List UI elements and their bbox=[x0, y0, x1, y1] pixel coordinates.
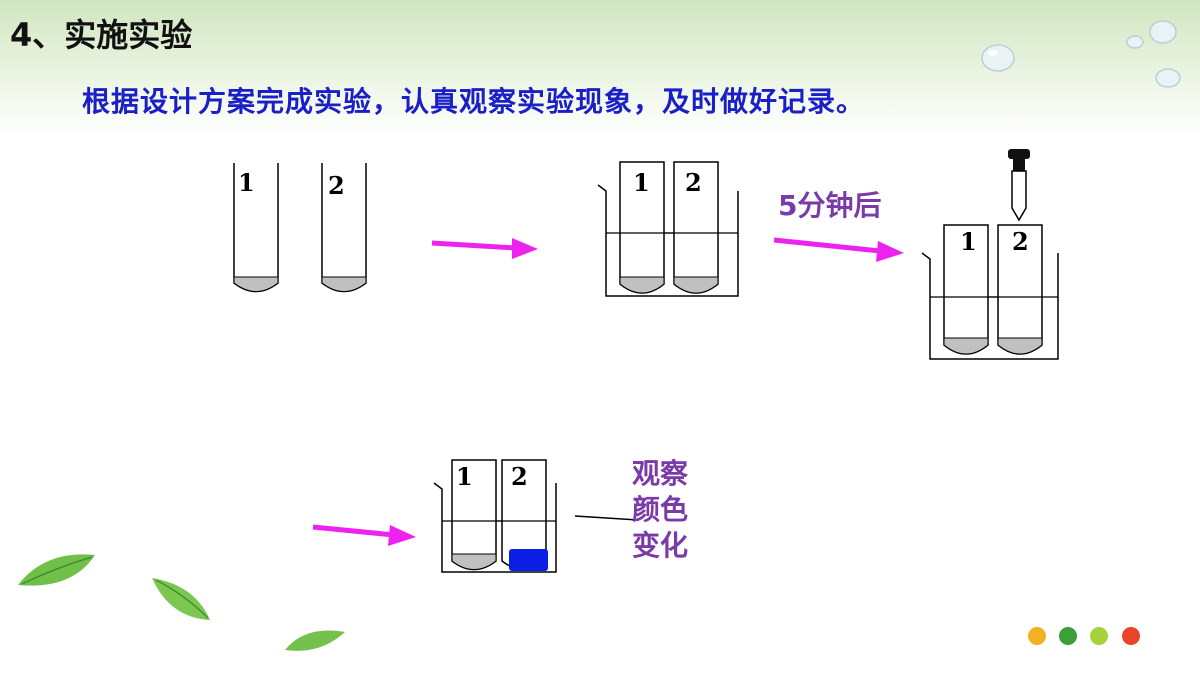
stage3-beaker: 1 2 bbox=[921, 224, 1059, 360]
dropper-icon bbox=[1008, 149, 1030, 222]
stage4-beaker: 1 2 bbox=[433, 459, 557, 573]
observe-line-1: 观察 bbox=[632, 457, 689, 490]
wait-time-label: 5分钟后 bbox=[778, 189, 882, 222]
tube-2-label: 2 bbox=[328, 171, 345, 200]
water-drop-decoration bbox=[981, 20, 1181, 88]
tube-1-label: 1 bbox=[238, 168, 255, 197]
stage1-tube-2: 2 bbox=[321, 163, 367, 293]
arrow-step-3 bbox=[312, 524, 416, 546]
blue-color-result bbox=[509, 549, 548, 571]
dots-decoration bbox=[1028, 627, 1140, 645]
stage1-tube-1: 1 bbox=[233, 163, 279, 293]
tube-2-label: 2 bbox=[1012, 227, 1029, 256]
leader-line bbox=[574, 515, 638, 521]
leaf-decoration bbox=[18, 554, 345, 651]
observe-line-3: 变化 bbox=[632, 529, 689, 562]
arrow-step-1 bbox=[431, 238, 538, 259]
tube-1-label: 1 bbox=[960, 227, 977, 256]
observe-color-change-label: 观察 颜色 变化 bbox=[632, 456, 712, 564]
tube-1-label: 1 bbox=[456, 462, 473, 491]
arrow-step-2 bbox=[773, 237, 904, 262]
observe-line-2: 颜色 bbox=[632, 493, 689, 526]
tube-1-label: 1 bbox=[633, 168, 650, 197]
tube-2-label: 2 bbox=[685, 168, 702, 197]
slide-subtitle: 根据设计方案完成实验，认真观察实验现象，及时做好记录。 bbox=[82, 85, 866, 118]
stage2-beaker: 1 2 bbox=[597, 161, 739, 297]
slide-heading: 4、实施实验 bbox=[10, 16, 193, 54]
tube-2-label: 2 bbox=[511, 462, 528, 491]
